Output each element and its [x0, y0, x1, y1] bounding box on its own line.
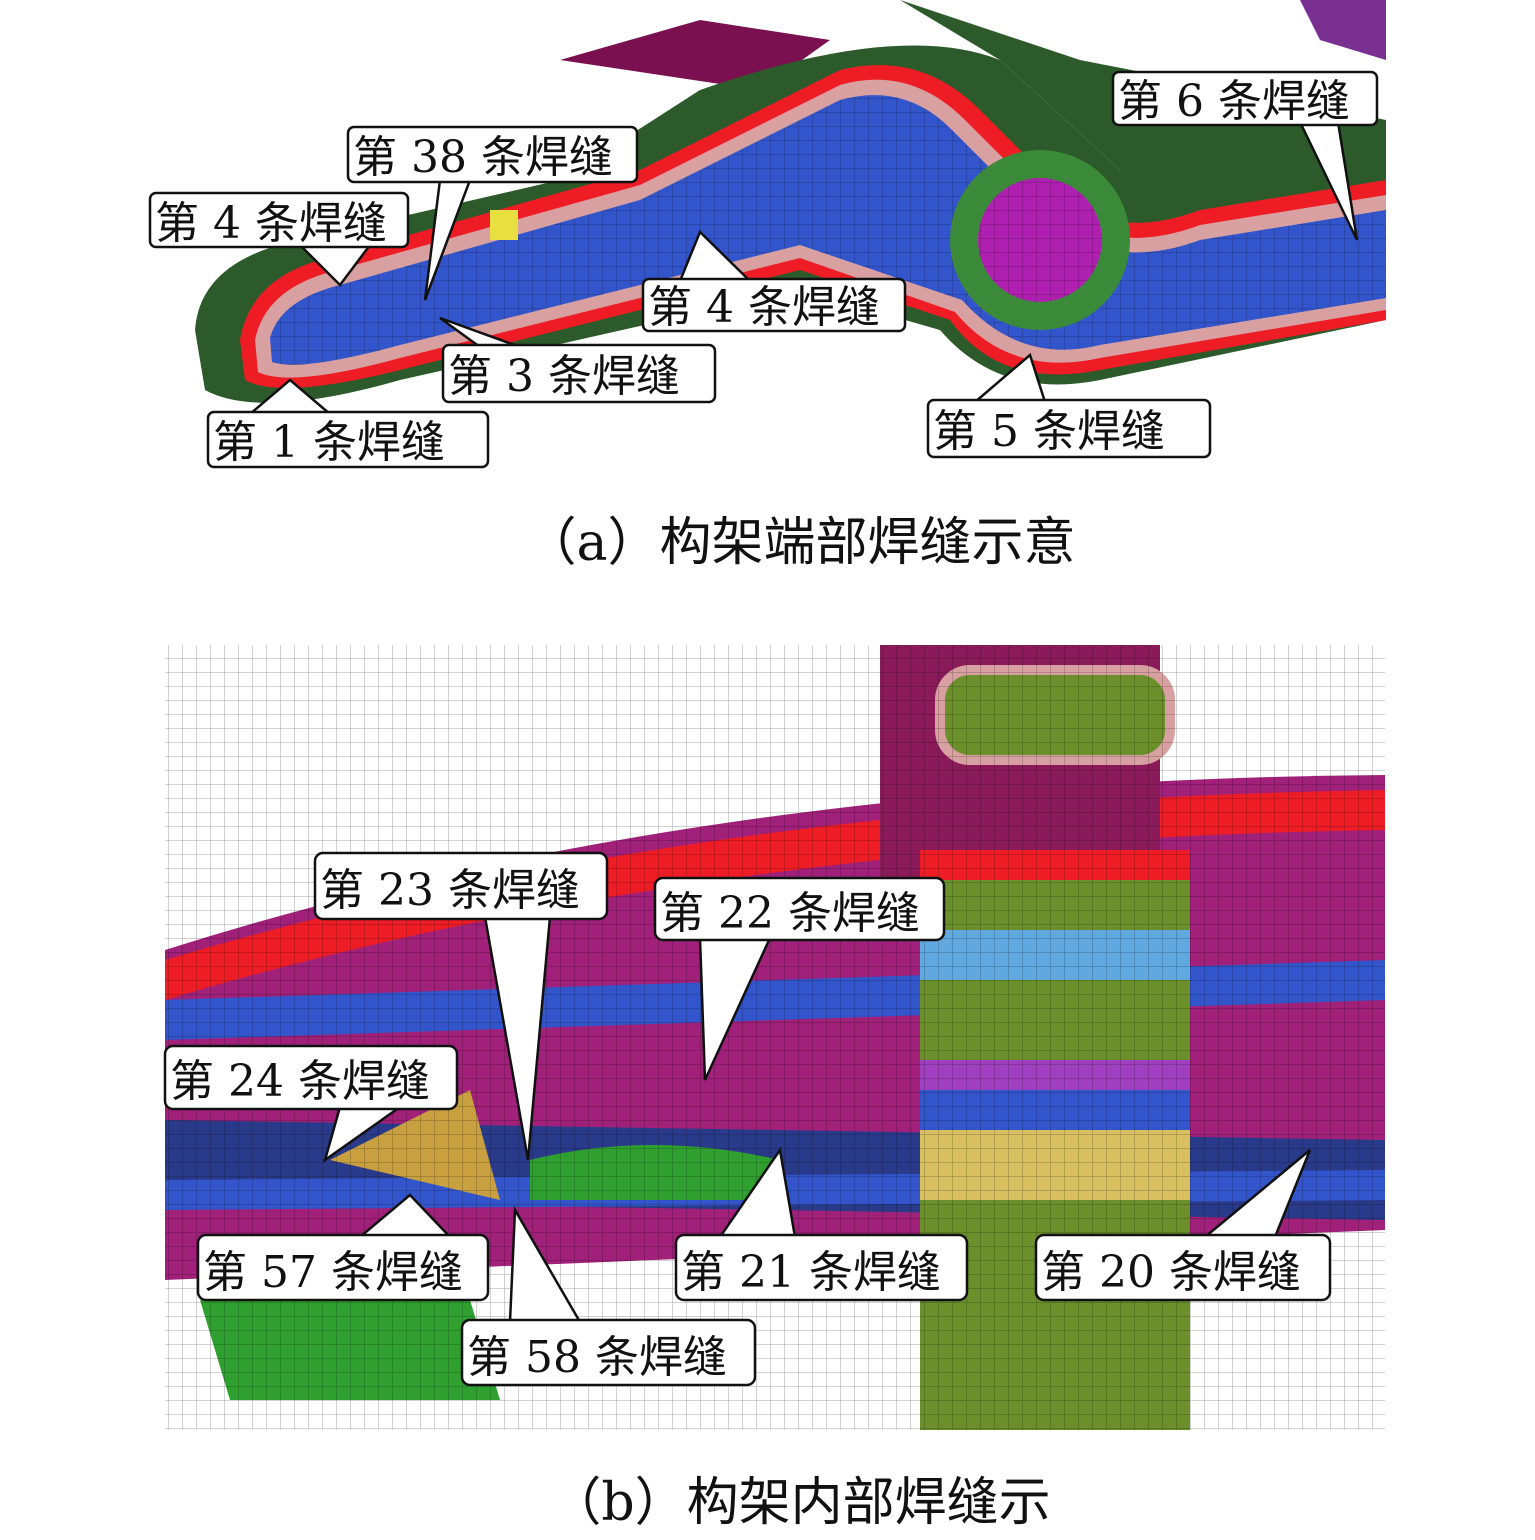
callout-weld-58: 第 58 条焊缝	[460, 1205, 757, 1387]
svg-text:第 58 条焊缝: 第 58 条焊缝	[467, 1332, 727, 1383]
callout-weld-38: 第 38 条焊缝	[346, 125, 639, 301]
callout-weld-1: 第 1 条焊缝	[206, 378, 490, 469]
svg-text:第 6 条焊缝: 第 6 条焊缝	[1118, 76, 1350, 127]
svg-text:第 4 条焊缝: 第 4 条焊缝	[155, 198, 387, 249]
svg-text:第 24 条焊缝: 第 24 条焊缝	[170, 1056, 430, 1107]
caption-b: （b）构架内部焊缝示	[549, 1473, 1050, 1533]
svg-text:第 21 条焊缝: 第 21 条焊缝	[681, 1247, 941, 1298]
svg-text:第 4 条焊缝: 第 4 条焊缝	[648, 282, 880, 333]
svg-text:第 38 条焊缝: 第 38 条焊缝	[353, 132, 613, 183]
callout-weld-22: 第 22 条焊缝	[653, 876, 946, 1081]
callout-weld-5: 第 5 条焊缝	[926, 352, 1212, 459]
caption-a: （a）构架端部焊缝示意	[524, 513, 1075, 573]
callout-weld-21: 第 21 条焊缝	[674, 1146, 969, 1302]
callout-weld-6: 第 6 条焊缝	[1111, 70, 1379, 241]
frame-end-model	[195, 0, 1386, 403]
callout-weld-23: 第 23 条焊缝	[313, 851, 609, 1161]
svg-text:第 22 条焊缝: 第 22 条焊缝	[660, 888, 920, 939]
frame-interior-model	[165, 645, 1385, 1430]
callout-weld-57: 第 57 条焊缝	[196, 1193, 490, 1302]
callout-weld-20: 第 20 条焊缝	[1034, 1149, 1332, 1302]
callout-weld-24: 第 24 条焊缝	[163, 1044, 459, 1164]
svg-text:第 1 条焊缝: 第 1 条焊缝	[213, 417, 445, 468]
svg-text:第 57 条焊缝: 第 57 条焊缝	[203, 1247, 463, 1298]
callout-weld-4-right: 第 4 条焊缝	[641, 229, 907, 333]
svg-text:第 3 条焊缝: 第 3 条焊缝	[448, 351, 680, 402]
svg-text:第 23 条焊缝: 第 23 条焊缝	[320, 865, 580, 916]
svg-text:第 20 条焊缝: 第 20 条焊缝	[1041, 1247, 1301, 1298]
svg-text:第 5 条焊缝: 第 5 条焊缝	[933, 406, 1165, 457]
callout-weld-3: 第 3 条焊缝	[439, 316, 717, 404]
callout-weld-4-left: 第 4 条焊缝	[148, 191, 410, 287]
